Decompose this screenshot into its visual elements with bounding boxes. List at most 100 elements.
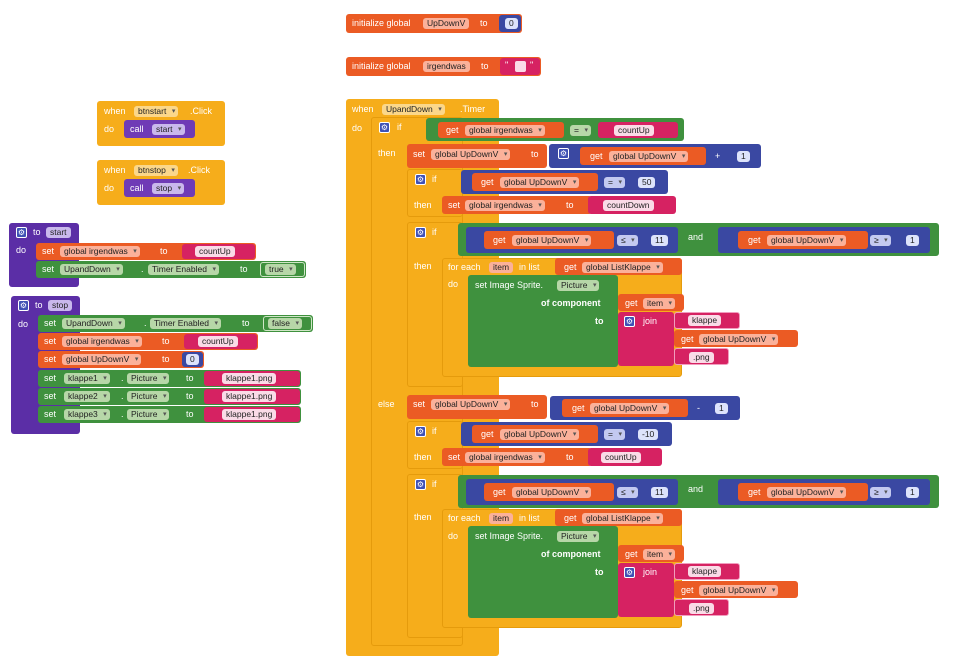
- procedure-dropdown[interactable]: stop: [152, 183, 185, 194]
- text-value[interactable]: countDown: [603, 200, 654, 211]
- property-dropdown[interactable]: Picture: [127, 391, 170, 402]
- variable-dropdown[interactable]: global irgendwas: [465, 200, 545, 211]
- property-dropdown[interactable]: Picture: [127, 409, 170, 420]
- to-keyword: to: [186, 373, 194, 383]
- variable-dropdown[interactable]: global irgendwas: [465, 125, 545, 136]
- component-dropdown[interactable]: klappe3: [64, 409, 110, 420]
- global-name-field[interactable]: irgendwas: [423, 61, 470, 72]
- text-value[interactable]: .png: [689, 352, 714, 363]
- variable-dropdown[interactable]: global ListKlappe: [582, 513, 663, 524]
- gear-icon[interactable]: ⚙: [415, 174, 426, 185]
- component-dropdown[interactable]: klappe2: [64, 391, 110, 402]
- number-value[interactable]: 0: [186, 354, 199, 365]
- variable-dropdown[interactable]: global UpDownV: [609, 151, 689, 162]
- number-value[interactable]: 0: [505, 18, 518, 29]
- procedure-dropdown[interactable]: start: [152, 124, 185, 135]
- text-value[interactable]: countUp: [198, 336, 238, 347]
- number-value[interactable]: 11: [651, 235, 668, 246]
- loop-variable-field[interactable]: item: [489, 513, 514, 524]
- number-value[interactable]: 50: [638, 177, 656, 188]
- property-dropdown[interactable]: Picture: [557, 280, 600, 291]
- gear-icon[interactable]: ⚙: [415, 479, 426, 490]
- variable-dropdown[interactable]: global UpDownV: [767, 487, 847, 498]
- operator-dropdown[interactable]: =: [604, 177, 625, 188]
- gear-icon[interactable]: ⚙: [624, 316, 635, 327]
- gear-icon[interactable]: ⚙: [558, 148, 569, 159]
- quote-open: ": [505, 60, 509, 70]
- number-value[interactable]: 1: [737, 151, 750, 162]
- variable-dropdown[interactable]: global UpDownV: [699, 585, 779, 596]
- get-keyword: get: [572, 403, 585, 413]
- variable-dropdown[interactable]: item: [643, 549, 676, 560]
- do-keyword: do: [448, 279, 459, 289]
- operator-dropdown[interactable]: ≤: [617, 235, 638, 246]
- gear-icon[interactable]: ⚙: [624, 567, 635, 578]
- empty-text-value[interactable]: [515, 61, 526, 72]
- gear-icon[interactable]: ⚙: [16, 227, 27, 238]
- component-dropdown[interactable]: klappe1: [64, 373, 110, 384]
- text-value[interactable]: countUp: [195, 246, 235, 257]
- when-keyword: when: [104, 106, 126, 116]
- property-dropdown[interactable]: Timer Enabled: [150, 318, 221, 329]
- set-keyword: set: [42, 246, 55, 256]
- property-dropdown[interactable]: Timer Enabled: [148, 264, 219, 275]
- text-value[interactable]: countUp: [601, 452, 641, 463]
- operator-dropdown[interactable]: ≥: [870, 235, 891, 246]
- global-name-field[interactable]: UpDownV: [423, 18, 470, 29]
- loop-variable-field[interactable]: item: [489, 262, 514, 273]
- variable-dropdown[interactable]: global UpDownV: [431, 149, 511, 160]
- operator-dropdown[interactable]: ≥: [870, 487, 891, 498]
- operator-dropdown[interactable]: ≤: [617, 487, 638, 498]
- gear-icon[interactable]: ⚙: [415, 426, 426, 437]
- procedure-name-field[interactable]: stop: [48, 300, 73, 311]
- text-value[interactable]: klappe1.png: [222, 391, 277, 402]
- variable-dropdown[interactable]: item: [643, 298, 676, 309]
- component-dropdown[interactable]: UpandDown: [60, 264, 123, 275]
- number-value[interactable]: 11: [651, 487, 668, 498]
- text-value[interactable]: klappe1.png: [222, 409, 277, 420]
- number-value[interactable]: 1: [715, 403, 728, 414]
- variable-dropdown[interactable]: global irgendwas: [465, 452, 545, 463]
- text-value[interactable]: .png: [689, 603, 714, 614]
- text-value[interactable]: countUp: [614, 125, 654, 136]
- component-dropdown[interactable]: UpandDown: [62, 318, 125, 329]
- text-value[interactable]: klappe: [688, 566, 722, 577]
- number-value[interactable]: 1: [906, 487, 919, 498]
- number-value[interactable]: 1: [906, 235, 919, 246]
- property-dropdown[interactable]: Picture: [127, 373, 170, 384]
- variable-dropdown[interactable]: global UpDownV: [62, 354, 142, 365]
- variable-dropdown[interactable]: global UpDownV: [512, 487, 592, 498]
- component-dropdown[interactable]: btnstop: [134, 165, 178, 176]
- to-keyword: to: [33, 227, 41, 237]
- variable-dropdown[interactable]: global UpDownV: [767, 235, 847, 246]
- if-keyword: if: [432, 426, 437, 436]
- variable-dropdown[interactable]: global irgendwas: [62, 336, 142, 347]
- set-keyword: set: [448, 452, 461, 462]
- gear-icon[interactable]: ⚙: [415, 227, 426, 238]
- operator-dropdown[interactable]: =: [570, 125, 591, 136]
- boolean-dropdown[interactable]: false: [268, 318, 302, 329]
- join-keyword: join: [643, 567, 658, 577]
- component-dropdown[interactable]: btnstart: [134, 106, 179, 117]
- text-value[interactable]: klappe: [688, 315, 722, 326]
- then-keyword: then: [378, 148, 396, 158]
- variable-dropdown[interactable]: global UpDownV: [512, 235, 592, 246]
- number-value[interactable]: -10: [638, 429, 659, 440]
- to-keyword: to: [242, 318, 250, 328]
- operator-dropdown[interactable]: =: [604, 429, 625, 440]
- gear-icon[interactable]: ⚙: [18, 300, 29, 311]
- variable-dropdown[interactable]: global UpDownV: [500, 177, 580, 188]
- property-dropdown[interactable]: Picture: [557, 531, 600, 542]
- dot-separator: .: [121, 373, 124, 383]
- variable-dropdown[interactable]: global UpDownV: [500, 429, 580, 440]
- boolean-dropdown[interactable]: true: [265, 264, 296, 275]
- variable-dropdown[interactable]: global UpDownV: [431, 399, 511, 410]
- procedure-name-field[interactable]: start: [46, 227, 71, 238]
- component-dropdown[interactable]: UpandDown: [382, 104, 445, 115]
- variable-dropdown[interactable]: global UpDownV: [590, 403, 670, 414]
- variable-dropdown[interactable]: global irgendwas: [60, 246, 140, 257]
- variable-dropdown[interactable]: global UpDownV: [699, 334, 779, 345]
- text-value[interactable]: klappe1.png: [222, 373, 277, 384]
- gear-icon[interactable]: ⚙: [379, 122, 390, 133]
- variable-dropdown[interactable]: global ListKlappe: [582, 262, 663, 273]
